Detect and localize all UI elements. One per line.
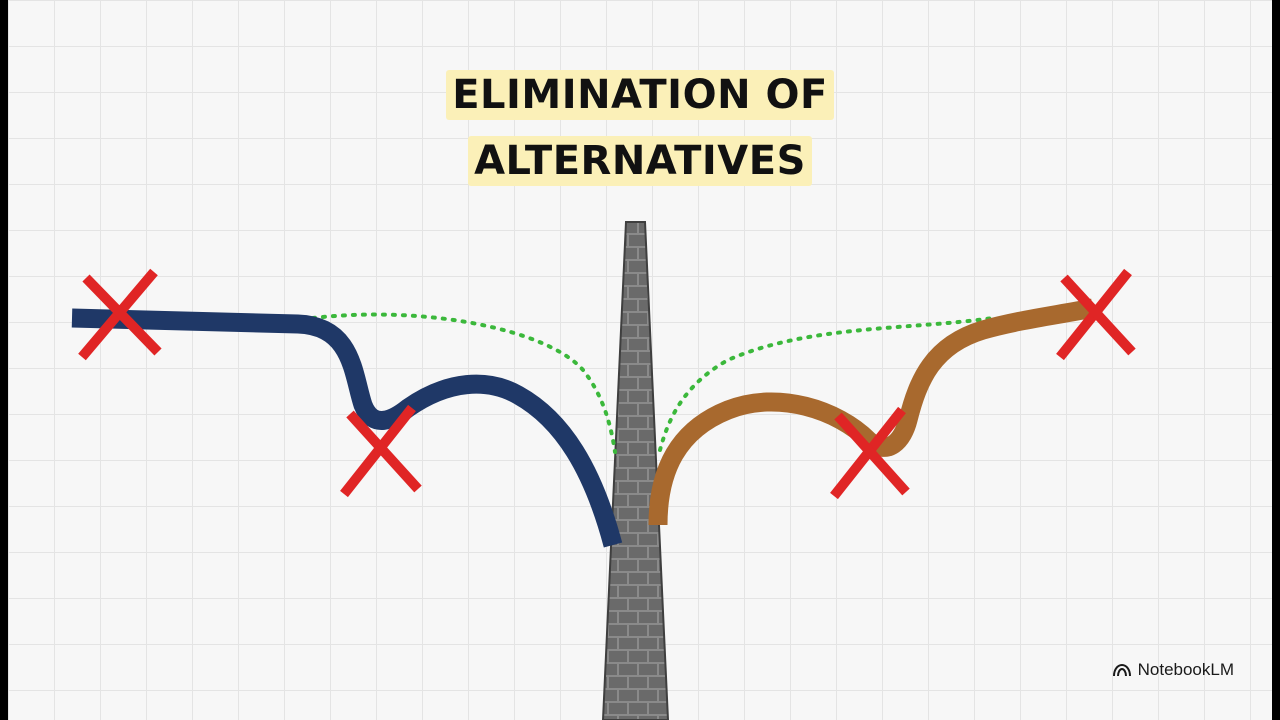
right-path bbox=[648, 298, 1095, 526]
brick-wall bbox=[601, 221, 670, 720]
cross-far-right bbox=[1056, 268, 1136, 361]
cross-far-left bbox=[78, 268, 162, 361]
brand-watermark: NotebookLM bbox=[1112, 660, 1234, 680]
notebooklm-logo-icon bbox=[1112, 663, 1131, 677]
title-line-2: ALTERNATIVES bbox=[8, 136, 1272, 186]
alternative-path-right bbox=[658, 316, 995, 452]
cross-left bbox=[340, 404, 422, 498]
title-text-2: ALTERNATIVES bbox=[468, 136, 812, 186]
title-line-1: ELIMINATION OF bbox=[8, 70, 1272, 120]
cross-right bbox=[830, 406, 910, 500]
title-text-1: ELIMINATION OF bbox=[446, 70, 834, 120]
brand-label: NotebookLM bbox=[1137, 660, 1234, 679]
slide-canvas: ELIMINATION OF ALTERNATIVES bbox=[8, 0, 1272, 720]
left-path bbox=[71, 308, 623, 548]
elimination-diagram bbox=[71, 221, 1136, 720]
alternative-path-left bbox=[311, 312, 617, 454]
